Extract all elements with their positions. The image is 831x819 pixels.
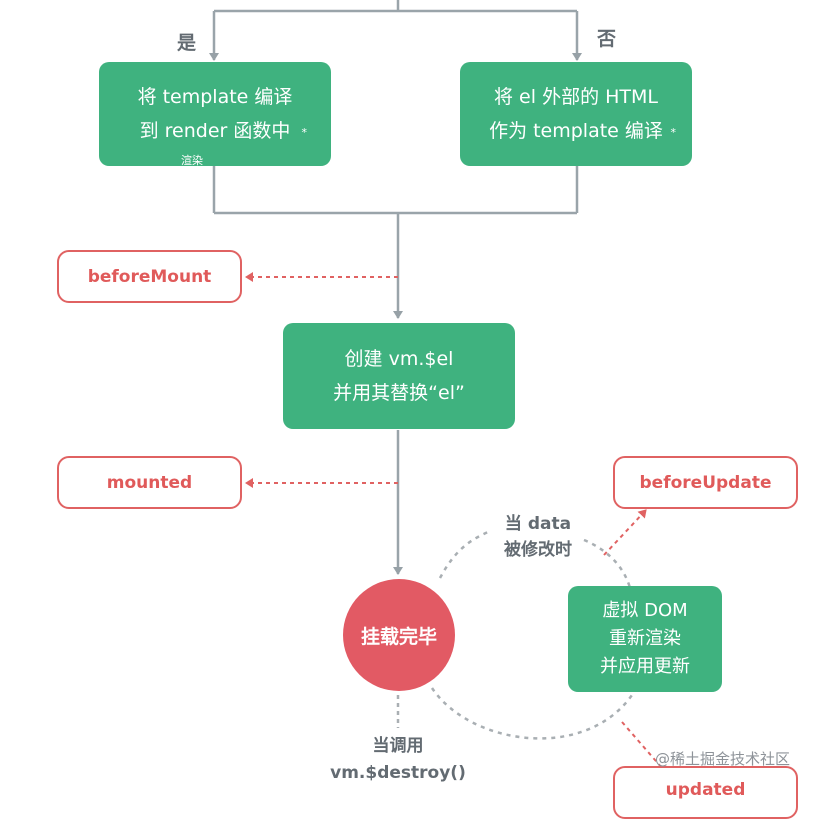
compile-outer-html-line-1: 将 el 外部的 HTML	[494, 86, 658, 108]
compile-outer-html-line-2: 作为 template 编译	[489, 120, 663, 142]
compile-template-line-1: 将 template 编译	[137, 86, 293, 108]
create-el-line-1: 创建 vm.$el	[344, 348, 454, 370]
compile-outer-html-footnote-star: *	[670, 126, 677, 139]
updated-hook-label: updated	[665, 780, 746, 800]
before-update-hook: beforeUpdate	[613, 456, 798, 509]
update-cycle-loop	[430, 530, 634, 740]
flow-connectors	[209, 0, 663, 769]
vdom-rerender-line-2: 重新渲染	[609, 628, 681, 649]
create-el-line-2: 并用其替换“el”	[333, 382, 465, 404]
destroy-line-2: vm.$destroy()	[330, 763, 466, 783]
compile-template-box: 将 template 编译 到 render 函数中 * 渲染	[99, 62, 331, 167]
branch-split-connector	[209, 0, 582, 61]
before-mount-hook: beforeMount	[57, 250, 242, 303]
branch-label-yes: 是	[177, 32, 197, 54]
compile-template-line-2: 到 render 函数中	[139, 120, 291, 142]
compile-template-footnote-star: *	[301, 126, 308, 139]
mounted-state-circle: 挂载完毕	[343, 579, 455, 691]
data-change-annotation: 当 data 被修改时	[486, 511, 590, 563]
create-el-box: 创建 vm.$el 并用其替换“el”	[283, 323, 515, 429]
watermark: @稀土掘金技术社区	[655, 750, 791, 768]
vdom-rerender-line-3: 并应用更新	[600, 656, 690, 677]
branch-label-no: 否	[597, 28, 617, 50]
compile-template-render-note: 渲染	[181, 154, 203, 167]
vdom-rerender-box: 虚拟 DOM 重新渲染 并应用更新	[568, 586, 722, 692]
destroy-line-1: 当调用	[372, 736, 424, 756]
updated-arrow	[621, 721, 663, 769]
branch-merge-connector	[212, 166, 579, 319]
mounted-hook: mounted	[57, 456, 242, 509]
updated-hook: updated	[613, 766, 798, 819]
before-update-arrow	[603, 509, 647, 556]
destroy-annotation: 当调用 vm.$destroy()	[318, 733, 478, 787]
compile-outer-html-box: 将 el 外部的 HTML 作为 template 编译 *	[460, 62, 692, 166]
data-change-line-2: 被修改时	[504, 540, 572, 560]
vdom-rerender-line-1: 虚拟 DOM	[602, 600, 688, 621]
data-change-line-1: 当 data	[504, 514, 572, 534]
